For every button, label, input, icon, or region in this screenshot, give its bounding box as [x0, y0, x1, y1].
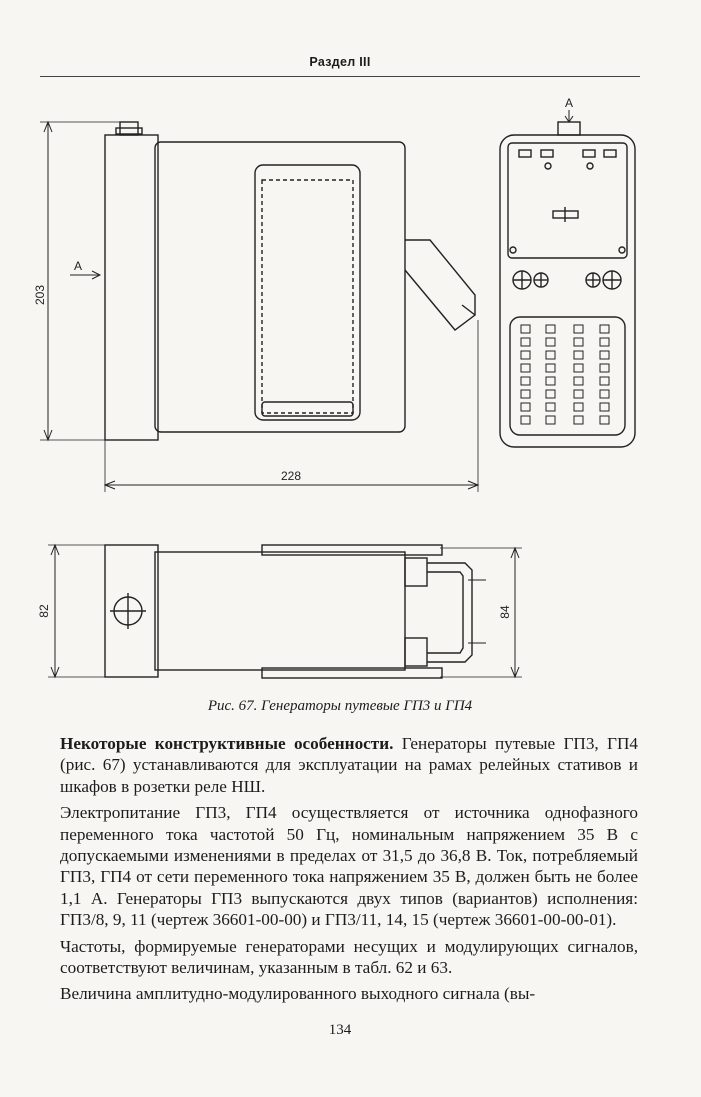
paragraph-2: Электропитание ГП3, ГП4 осуществляется о… [60, 803, 638, 930]
paragraph-1-text: Генераторы путевые ГП3, ГП4 (рис. 67) ус… [60, 734, 638, 796]
body-text: Некоторые конструктивные особенности. Ге… [60, 733, 638, 1010]
paragraph-4: Величина амплитудно-модулированного выхо… [60, 984, 536, 1004]
section-header: Раздел III [309, 55, 371, 69]
paragraph-1: Некоторые конструктивные особенности. Ге… [60, 733, 638, 797]
view-a-right-label: A [565, 96, 573, 110]
figure-caption: Рис. 67. Генераторы путевые ГП3 и ГП4 [207, 698, 473, 714]
connector-pins [520, 324, 610, 425]
dim-depth-84-label: 84 [498, 605, 512, 619]
front-view [499, 110, 636, 448]
technical-drawing: 203 228 82 84 A A [33, 96, 636, 679]
paragraph-3: Частоты, формируемые генераторами несущи… [60, 936, 638, 978]
dim-depth-82-label: 82 [37, 604, 51, 618]
dim-height-label: 203 [33, 285, 47, 305]
header-rule [40, 76, 640, 77]
paragraph-lead: Некоторые конструктивные особенности. [60, 734, 394, 753]
side-view [40, 120, 480, 492]
dim-width-label: 228 [281, 469, 301, 483]
view-a-left-label: A [74, 259, 82, 273]
page-number: 134 [328, 1022, 352, 1038]
top-view [48, 543, 522, 679]
